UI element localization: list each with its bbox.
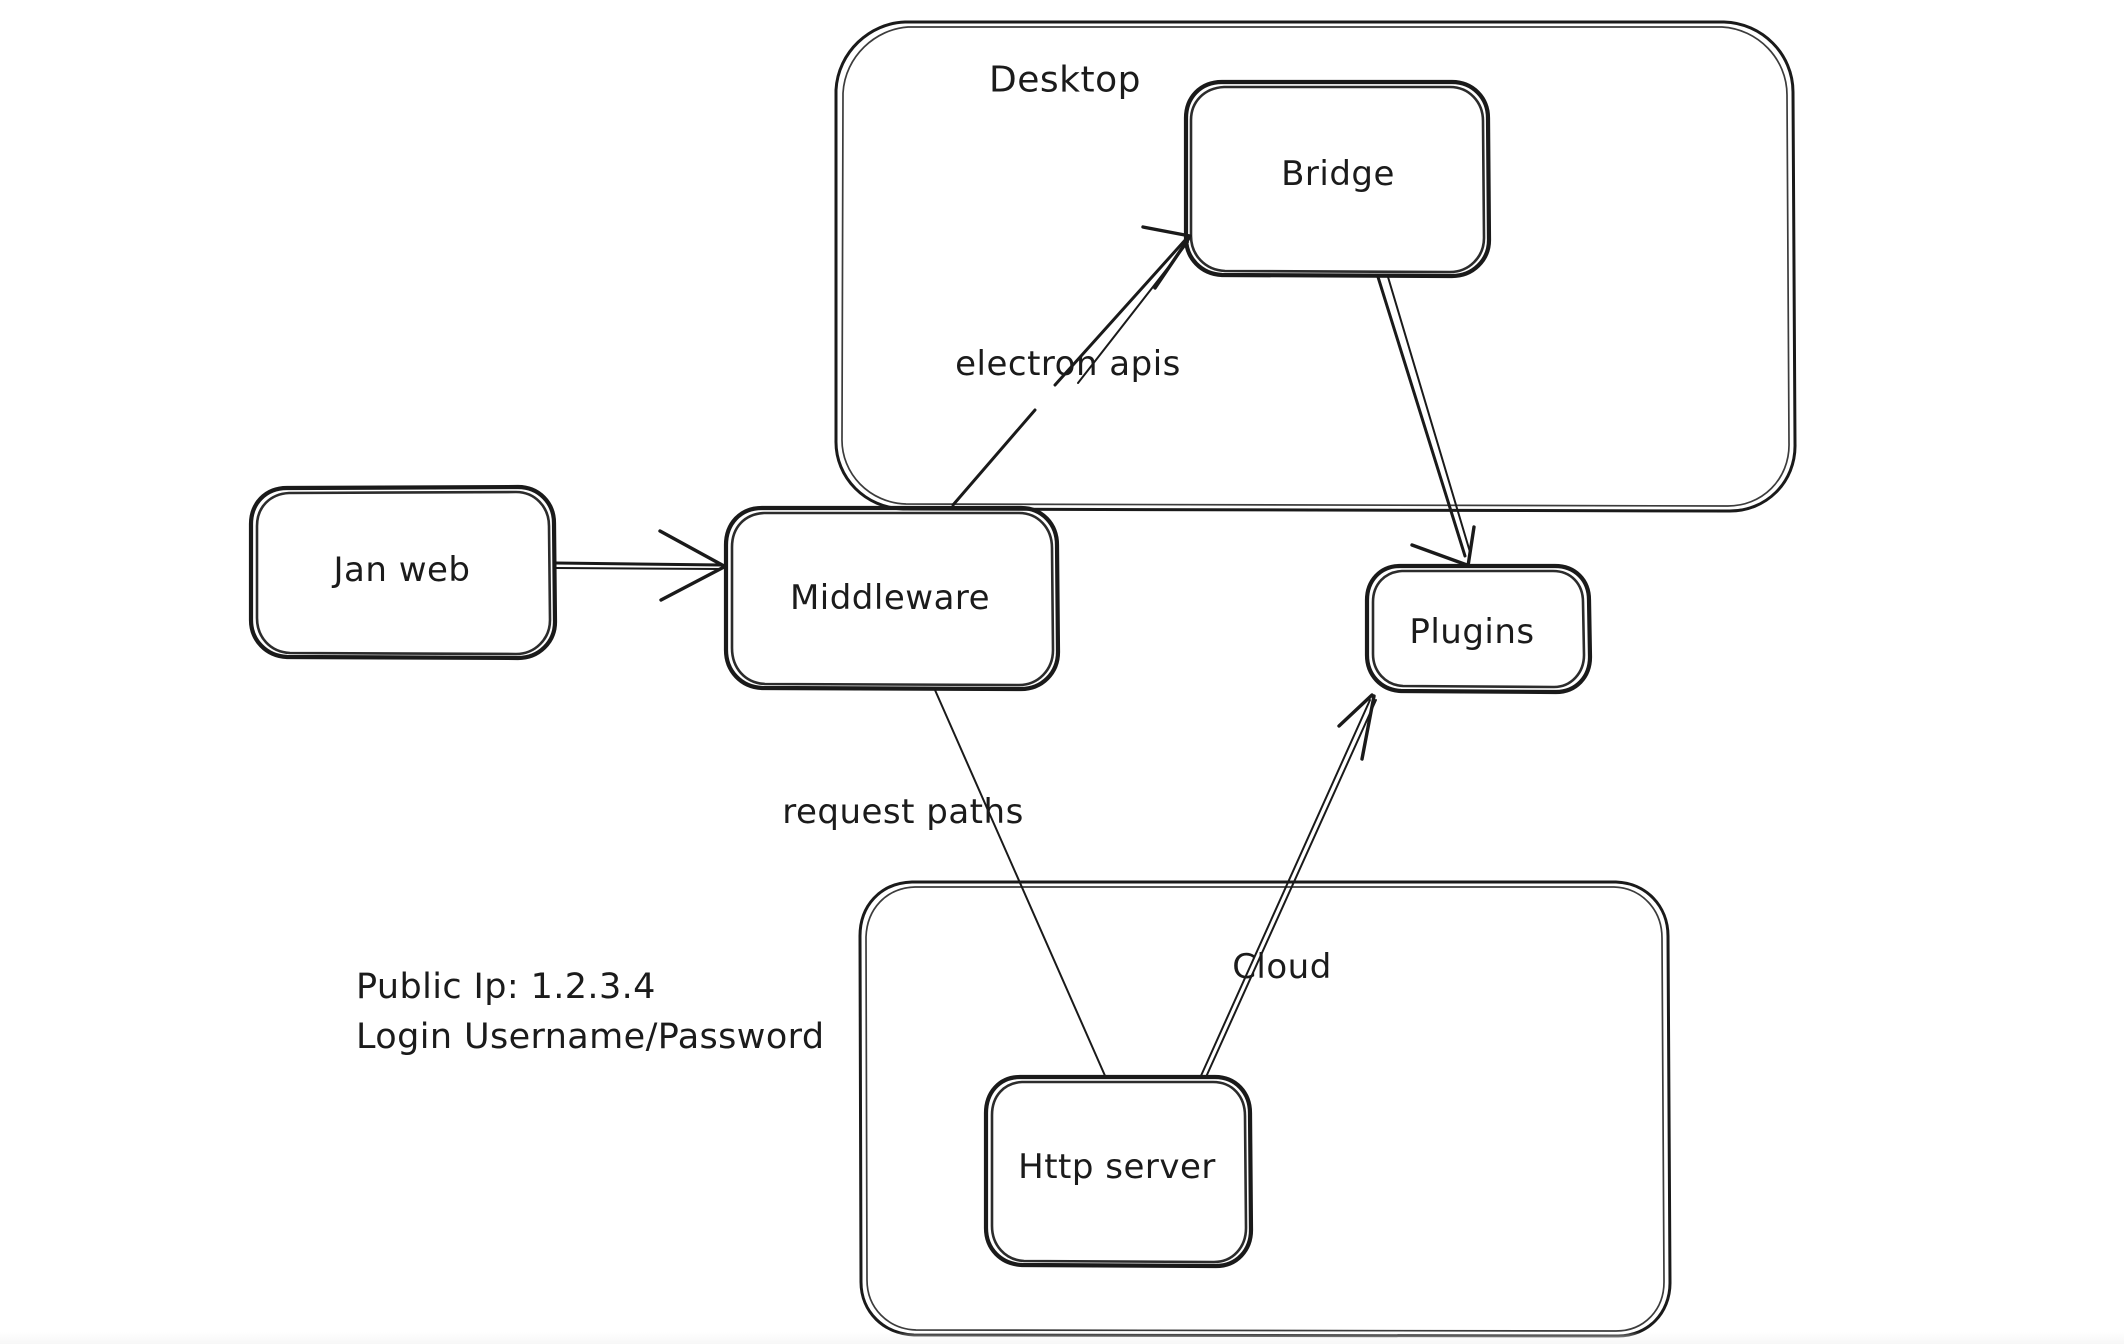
note-public-ip: Public Ip: 1.2.3.4 [356, 967, 656, 1007]
container-label-desktop: Desktop [989, 59, 1141, 101]
edge-jan-web-to-middleware [554, 529, 726, 602]
node-label-jan-web: Jan web [333, 550, 471, 590]
node-middleware-shape[interactable] [723, 505, 1061, 692]
edge-middleware-to-http-server [934, 689, 1107, 1079]
container-desktop-shape [834, 20, 1797, 513]
node-label-plugins: Plugins [1409, 612, 1535, 652]
notes-block: Public Ip: 1.2.3.4 Login Username/Passwo… [356, 963, 824, 1062]
node-http-server-shape[interactable] [983, 1074, 1254, 1269]
note-login: Login Username/Password [356, 1016, 825, 1057]
edge-label-electron-apis: electron apis [955, 344, 1181, 384]
node-jan-web-shape[interactable] [248, 484, 558, 661]
node-label-bridge: Bridge [1281, 154, 1395, 194]
edge-middleware-to-bridge [951, 225, 1192, 507]
node-plugins-shape[interactable] [1364, 563, 1593, 695]
node-label-http-server: Http server [1018, 1147, 1216, 1187]
node-bridge-shape[interactable] [1183, 79, 1492, 279]
edge-bridge-to-plugins [1376, 275, 1476, 568]
edge-label-cloud: Cloud [1232, 947, 1332, 987]
node-label-middleware: Middleware [789, 578, 991, 618]
edge-label-request-paths: request paths [782, 792, 1024, 832]
edge-http-server-to-plugins [1199, 693, 1377, 1079]
bottom-edge-fade [0, 1332, 2124, 1344]
